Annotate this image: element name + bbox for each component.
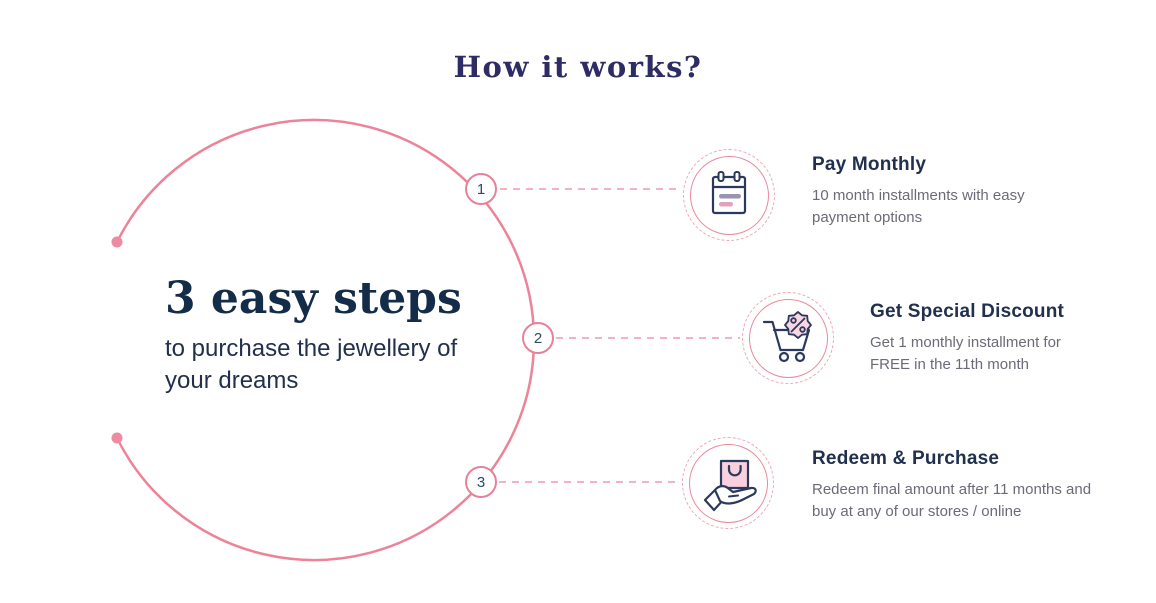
arc-endpoint-dot-bottom (111, 432, 123, 444)
step-1-icon-ring (683, 149, 775, 241)
calendar-icon (689, 155, 769, 235)
page-title: How it works? (453, 50, 703, 85)
step-3-title: Redeem & Purchase (812, 448, 1000, 469)
hero-subheading: to purchase the jewellery of your dreams (165, 335, 458, 394)
step-3-number-badge: 3 (465, 466, 497, 498)
step-1-description: 10 month installments with easy payment … (812, 187, 1025, 226)
hero-heading: 3 easy steps (165, 273, 462, 324)
step-3-icon-ring (682, 437, 774, 529)
step-3-description: Redeem final amount after 11 months and … (812, 481, 1092, 520)
step-2-text-block: Get Special Discount Get 1 monthly insta… (870, 301, 1102, 376)
hand-bag-icon (688, 443, 768, 523)
step-3-text-block: Redeem & Purchase Redeem final amount af… (812, 448, 1104, 523)
step-2-icon-ring (742, 292, 834, 384)
step-2-title: Get Special Discount (870, 301, 1065, 322)
hero-text-block: 3 easy steps to purchase the jewellery o… (165, 273, 485, 397)
arc-endpoint-dot-top (111, 236, 123, 248)
cart-discount-icon (748, 298, 828, 378)
step-1-title: Pay Monthly (812, 154, 927, 175)
step-1-number-badge: 1 (465, 173, 497, 205)
step-2-number-badge: 2 (522, 322, 554, 354)
step-2-description: Get 1 monthly installment for FREE in th… (870, 334, 1061, 373)
step-1-text-block: Pay Monthly 10 month installments with e… (812, 154, 1027, 229)
